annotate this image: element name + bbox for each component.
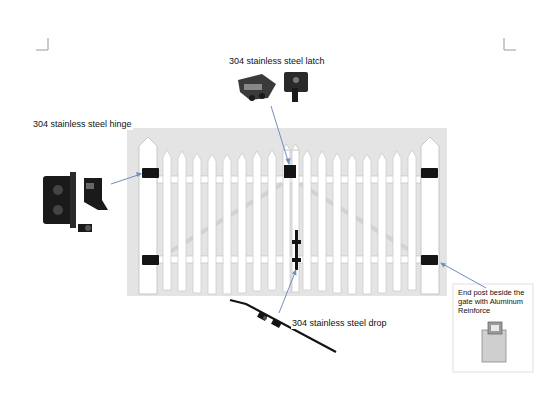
end-post-label: End post beside the gate with Aluminum R… [457, 288, 531, 315]
gate-hardware [142, 165, 438, 270]
end-post-picture [453, 284, 533, 372]
drop-label: 304 stainless steel drop [291, 318, 388, 329]
leader-lines [111, 106, 486, 313]
corner-mark [36, 38, 48, 50]
latch-label: 304 stainless steel latch [228, 56, 326, 67]
photo-backdrop [127, 128, 447, 296]
hinge-illustration [43, 172, 108, 232]
gate-pickets [163, 144, 416, 294]
latch-illustration [238, 72, 308, 102]
fence-posts [139, 137, 439, 294]
hinge-label: 304 stainless steel hinge [32, 119, 133, 130]
corner-mark [504, 38, 516, 50]
